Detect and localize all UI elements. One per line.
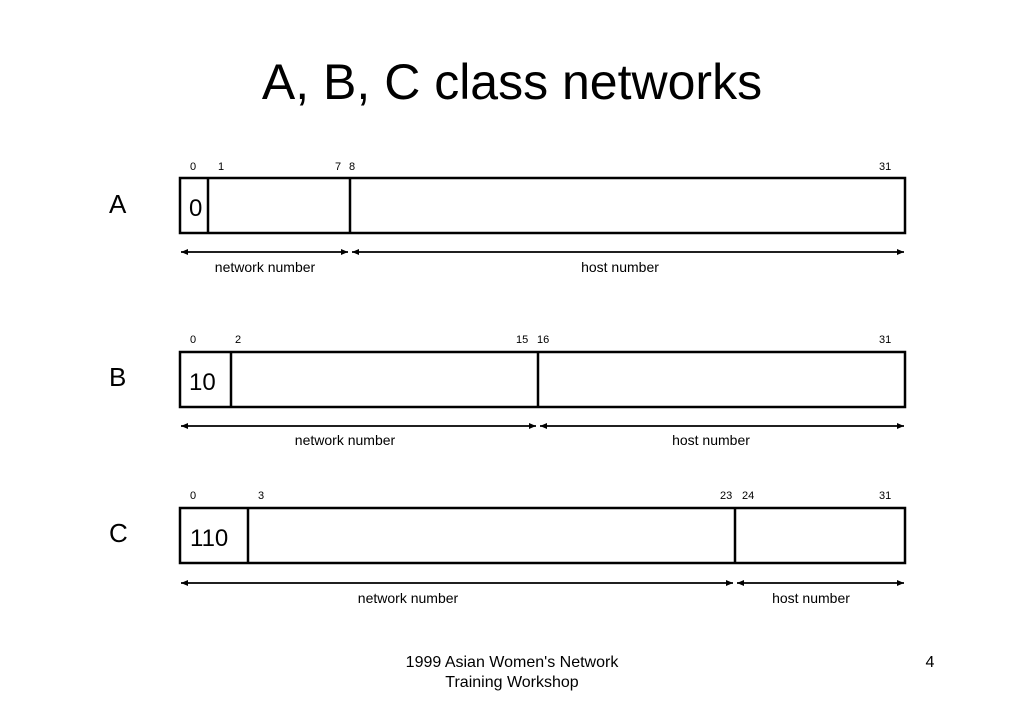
host-number-label: host number: [672, 432, 750, 448]
bit-index-label: 31: [879, 334, 891, 346]
class-a-row: A 0 1 7 8 31 0 network number host numbe…: [109, 161, 907, 275]
host-number-label: host number: [581, 259, 659, 275]
bit-index-label: 7: [335, 161, 341, 173]
class-b-row: B 0 2 15 16 31 10 network number host nu…: [109, 334, 907, 448]
class-prefix-bits: 0: [189, 195, 202, 222]
bit-index-label: 0: [190, 334, 196, 346]
footer-line-2: Training Workshop: [445, 674, 579, 691]
class-c-row: C 0 3 23 24 31 110 network number host n…: [109, 490, 907, 606]
class-prefix-bits: 10: [189, 369, 216, 396]
network-number-label: network number: [358, 590, 459, 606]
bit-index-label: 3: [258, 490, 264, 502]
class-label: B: [109, 362, 126, 392]
address-box: [178, 350, 907, 409]
footer-line-1: 1999 Asian Women's Network: [405, 654, 619, 671]
bit-index-label: 31: [879, 490, 891, 502]
class-prefix-bits: 110: [190, 525, 228, 552]
bit-index-label: 23: [720, 490, 732, 502]
bit-index-label: 0: [190, 490, 196, 502]
bit-index-label: 16: [537, 334, 549, 346]
bit-index-label: 15: [516, 334, 528, 346]
network-number-label: network number: [295, 432, 396, 448]
host-number-label: host number: [772, 590, 850, 606]
bit-index-label: 0: [190, 161, 196, 173]
bit-index-label: 8: [349, 161, 355, 173]
network-number-label: network number: [215, 259, 316, 275]
bit-index-label: 2: [235, 334, 241, 346]
bit-index-label: 31: [879, 161, 891, 173]
bit-index-label: 1: [218, 161, 224, 173]
address-box: [178, 176, 907, 235]
slide-footer: 1999 Asian Women's Network Training Work…: [312, 653, 712, 693]
class-label: C: [109, 518, 128, 548]
address-box: [178, 506, 907, 565]
page-number: 4: [925, 654, 935, 671]
bit-index-label: 24: [742, 490, 754, 502]
slide-title: A, B, C class networks: [261, 54, 763, 110]
class-label: A: [109, 189, 127, 219]
